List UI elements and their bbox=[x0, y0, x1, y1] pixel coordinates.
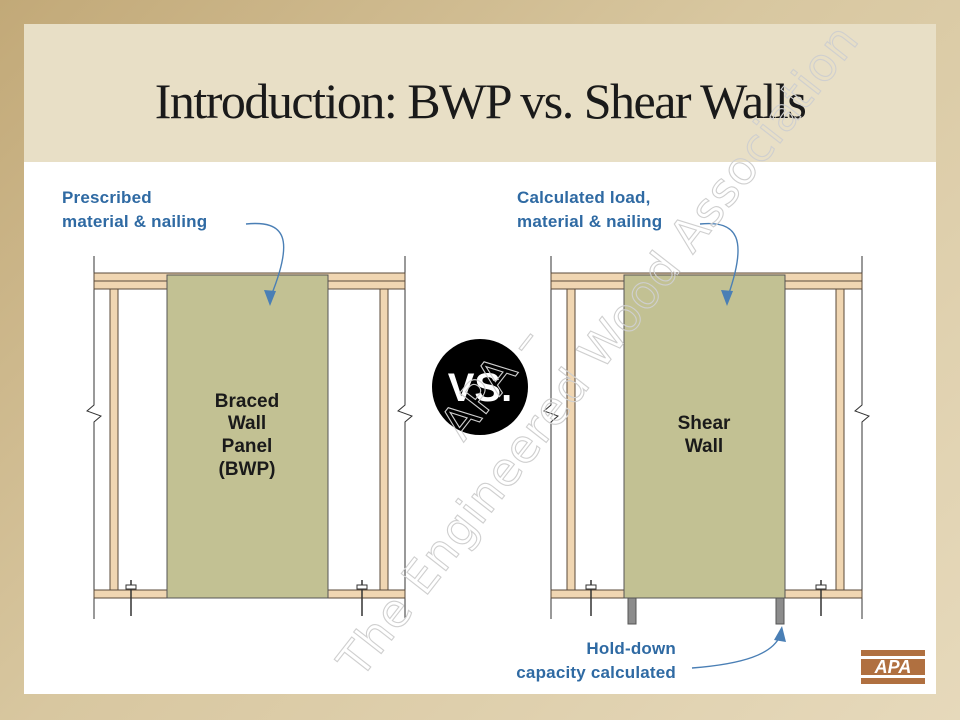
left-anchor-bolt-2 bbox=[356, 580, 368, 616]
left-stud-1 bbox=[109, 288, 119, 594]
shear-wall-label-line-1: Shear bbox=[678, 413, 731, 434]
wall-comparison-diagram: Braced Wall Panel (BWP) bbox=[86, 24, 925, 688]
bwp-label-line-3: Panel bbox=[222, 436, 273, 457]
hold-down-left bbox=[627, 597, 637, 625]
title-band bbox=[24, 24, 936, 162]
bwp-label-line-4: (BWP) bbox=[219, 459, 276, 480]
braced-wall-frame: Braced Wall Panel (BWP) bbox=[86, 256, 413, 619]
right-callout-arrow bbox=[699, 222, 739, 306]
vs-badge-label: VS. bbox=[448, 366, 512, 410]
slide: Introduction: BWP vs. Shear Walls bbox=[24, 24, 936, 694]
holddown-callout-line-1: Hold-down bbox=[586, 639, 676, 658]
calculated-callout-line-2: material & nailing bbox=[517, 212, 663, 231]
watermark-line-2: The Engineered Wood Association bbox=[326, 24, 869, 687]
left-wall-break-line-left bbox=[86, 256, 102, 619]
slide-title: Introduction: BWP vs. Shear Walls bbox=[154, 73, 807, 129]
apa-logo: APA bbox=[861, 650, 925, 684]
left-stud-2 bbox=[379, 288, 389, 594]
shear-wall-frame: Shear Wall bbox=[543, 256, 870, 625]
braced-wall-panel bbox=[166, 274, 329, 599]
vs-badge: VS. bbox=[432, 339, 528, 435]
apa-logo-text: APA bbox=[874, 657, 912, 677]
left-callout-arrow bbox=[245, 222, 285, 306]
prescribed-callout: Prescribed material & nailing bbox=[62, 186, 207, 234]
left-anchor-bolt-1 bbox=[125, 580, 137, 616]
shear-wall-panel bbox=[623, 274, 786, 599]
calculated-callout-line-1: Calculated load, bbox=[517, 188, 651, 207]
right-wall-break-line-right bbox=[854, 256, 870, 619]
right-anchor-bolt-1 bbox=[585, 580, 597, 616]
right-stud-1 bbox=[566, 288, 576, 594]
hold-down-right bbox=[775, 597, 785, 625]
bwp-label-line-2: Wall bbox=[228, 413, 266, 434]
holddown-callout-line-2: capacity calculated bbox=[516, 663, 676, 682]
shear-wall-label-line-2: Wall bbox=[685, 436, 723, 457]
holddown-callout: Hold-down capacity calculated bbox=[464, 637, 676, 685]
calculated-callout: Calculated load, material & nailing bbox=[517, 186, 662, 234]
left-wall-break-line-right bbox=[397, 256, 413, 619]
prescribed-callout-line-2: material & nailing bbox=[62, 212, 208, 231]
bwp-label-line-1: Braced bbox=[215, 391, 279, 412]
holddown-callout-arrow bbox=[691, 626, 786, 669]
right-wall-break-line-left bbox=[543, 256, 559, 619]
right-anchor-bolt-2 bbox=[815, 580, 827, 616]
right-stud-2 bbox=[835, 288, 845, 594]
vs-badge-circle bbox=[432, 339, 528, 435]
prescribed-callout-line-1: Prescribed bbox=[62, 188, 152, 207]
